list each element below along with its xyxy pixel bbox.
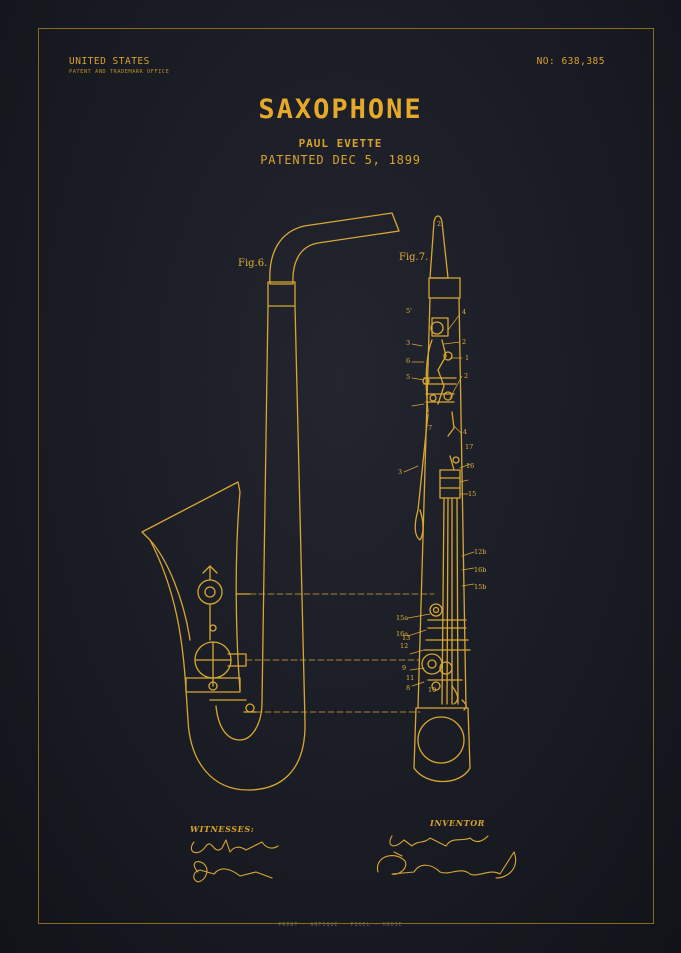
part-number-label: 1 bbox=[465, 354, 469, 362]
fig7-label: Fig.7. bbox=[399, 252, 429, 263]
part-number-label: 5 bbox=[406, 373, 410, 381]
part-number-label: 7 bbox=[428, 424, 432, 432]
part-number-label: 16b bbox=[474, 566, 486, 574]
witness-signatures bbox=[190, 839, 279, 883]
witnesses-label: WITNESSES: bbox=[190, 824, 255, 834]
part-number-label: 15 bbox=[468, 490, 476, 498]
fig6-label: Fig.6. bbox=[238, 258, 268, 269]
inventor-label: INVENTOR bbox=[430, 818, 486, 828]
part-number-label: 9 bbox=[402, 664, 406, 672]
part-number-label: 13 bbox=[402, 634, 410, 642]
part-number-label: 5' bbox=[406, 307, 412, 315]
part-number-label: 2 bbox=[464, 372, 468, 380]
inventor-name: PAUL EVETTE bbox=[298, 137, 383, 150]
part-number-label: 6 bbox=[406, 357, 410, 365]
footer-brand: PRINT · ANTIQUE · PIXEL · HOUSE bbox=[278, 922, 403, 928]
part-number-label: 3 bbox=[398, 468, 402, 476]
poster-frame bbox=[38, 28, 654, 924]
country-label: UNITED STATES bbox=[69, 56, 150, 67]
part-number-label: 15b bbox=[474, 583, 486, 591]
inventor-signatures bbox=[376, 835, 516, 879]
part-number-label: 2 bbox=[437, 220, 441, 228]
projection-lines bbox=[245, 593, 435, 713]
office-label: PATENT AND TRADEMARK OFFICE bbox=[69, 69, 170, 75]
patent-date: PATENTED DEC 5, 1899 bbox=[260, 153, 421, 167]
part-number-label: 12b bbox=[474, 548, 486, 556]
part-number-label: 11 bbox=[406, 674, 414, 682]
part-number-label: 15a bbox=[396, 614, 408, 622]
part-number-label: 17 bbox=[465, 443, 473, 451]
header-left: UNITED STATES PATENT AND TRADEMARK OFFIC… bbox=[69, 56, 169, 76]
page-title: SAXOPHONE bbox=[258, 94, 423, 125]
key-mechanism-view bbox=[403, 215, 475, 782]
part-number-label: 8 bbox=[406, 684, 410, 692]
part-number-label: 16a bbox=[396, 630, 408, 638]
part-number-label: 10 bbox=[428, 686, 436, 694]
part-number-label: 2 bbox=[462, 338, 466, 346]
part-number-label: 4 bbox=[463, 428, 467, 436]
part-number-label: 4 bbox=[462, 308, 466, 316]
patent-number: NO: 638,385 bbox=[536, 56, 605, 67]
part-number-label: 16 bbox=[466, 462, 474, 470]
part-number-label: 3 bbox=[406, 339, 410, 347]
saxophone-side-view bbox=[141, 212, 400, 791]
part-number-label: 12 bbox=[400, 642, 408, 650]
